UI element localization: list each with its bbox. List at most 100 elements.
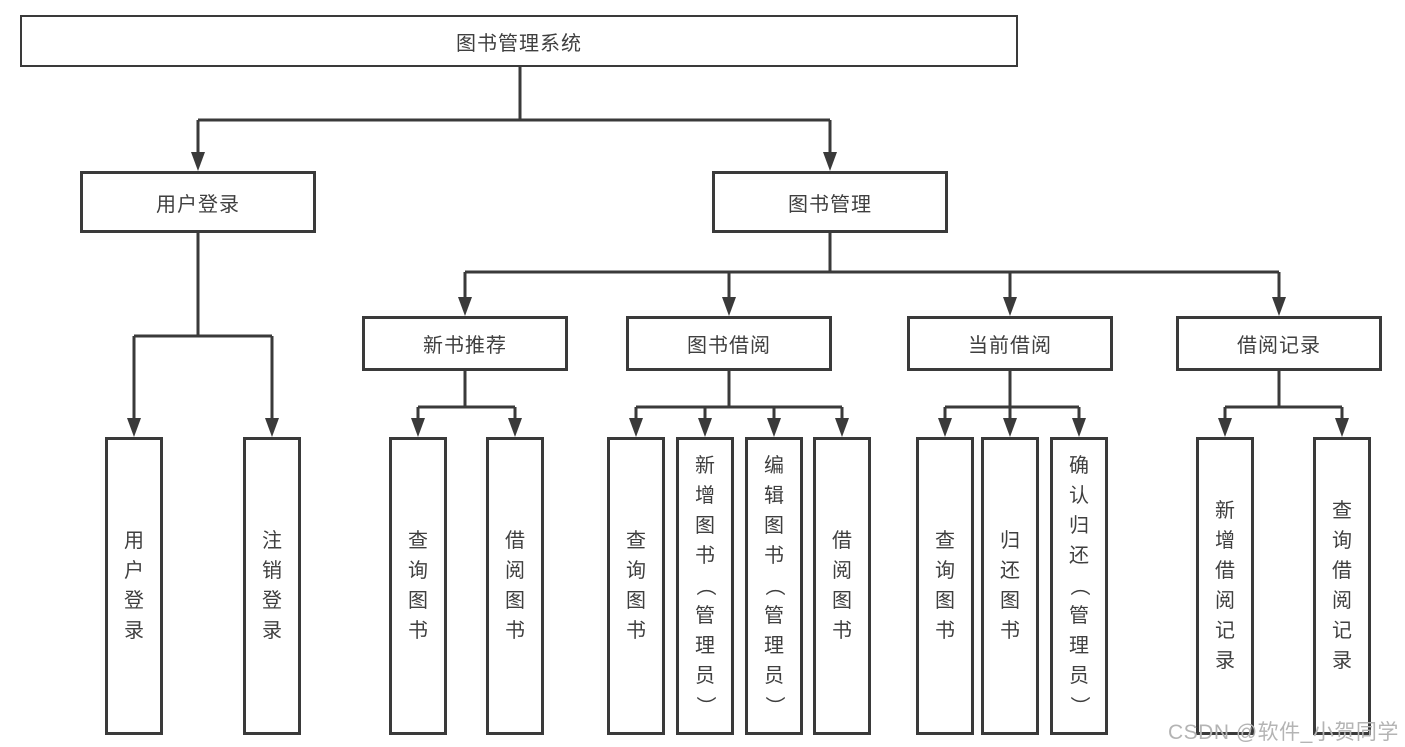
leaf-label-char: 认	[1069, 485, 1089, 507]
leaf-label-char: 图	[1000, 590, 1020, 612]
leaf-label: 用户登录	[108, 440, 160, 732]
leaf-label: 确认归还 （ 管理员 ）	[1053, 440, 1105, 732]
leaf-label-char: 销	[262, 560, 282, 582]
leaf-label-char: 管	[695, 605, 715, 627]
leaf-query-books-recommend: 查询图书	[389, 437, 447, 735]
leaf-label-char: 书	[1000, 620, 1020, 642]
leaf-label-char: （	[1068, 576, 1090, 596]
leaf-label-char: 还	[1069, 545, 1089, 567]
leaf-label-char: 员	[764, 665, 784, 687]
leaf-label-char: 确	[1069, 455, 1089, 477]
leaf-label-char: 图	[505, 590, 525, 612]
leaf-label: 新增图书 （ 管理员 ）	[679, 440, 731, 732]
leaf-label-char: 书	[832, 620, 852, 642]
leaf-label-char: 书	[695, 545, 715, 567]
leaf-label-char: 记	[1332, 620, 1352, 642]
node-label: 图书管理系统	[456, 32, 582, 55]
leaf-borrow-books-recommend: 借阅图书	[486, 437, 544, 735]
leaf-label-char: 增	[695, 485, 715, 507]
leaf-label-char: 新	[1215, 500, 1235, 522]
leaf-label: 注销登录	[246, 440, 298, 732]
leaf-label-char: ）	[694, 696, 716, 716]
leaf-label-char: 查	[1332, 500, 1352, 522]
leaf-label-char: 理	[695, 635, 715, 657]
leaf-label-char: 借	[505, 530, 525, 552]
leaf-add-borrow-record: 新增借阅记录	[1196, 437, 1254, 735]
leaf-logout: 注销登录	[243, 437, 301, 735]
leaf-label-char: 阅	[505, 560, 525, 582]
node-book-borrowing: 图书借阅	[626, 316, 832, 371]
leaf-label-char: 询	[408, 560, 428, 582]
leaf-label-char: 归	[1000, 530, 1020, 552]
leaf-label-char: 阅	[1215, 590, 1235, 612]
leaf-label-char: 录	[1215, 650, 1235, 672]
leaf-label-char: 借	[1332, 560, 1352, 582]
leaf-label: 新增借阅记录	[1199, 440, 1251, 732]
leaf-label-char: 录	[262, 620, 282, 642]
leaf-query-books-current: 查询图书	[916, 437, 974, 735]
leaf-label-char: 图	[626, 590, 646, 612]
leaf-label-char: 借	[832, 530, 852, 552]
leaf-label-char: 书	[764, 545, 784, 567]
leaf-label-char: 查	[408, 530, 428, 552]
leaf-label-char: 员	[1069, 665, 1089, 687]
node-label: 图书管理	[788, 193, 872, 216]
node-label: 当前借阅	[968, 335, 1052, 357]
leaf-label-char: 查	[935, 530, 955, 552]
leaf-label-char: 询	[935, 560, 955, 582]
leaf-label-char: 归	[1069, 515, 1089, 537]
leaf-label-char: 增	[1215, 530, 1235, 552]
node-borrowing-records: 借阅记录	[1176, 316, 1382, 371]
leaf-label-char: 录	[124, 620, 144, 642]
leaf-label-char: 理	[1069, 635, 1089, 657]
leaf-label-char: 注	[262, 530, 282, 552]
node-new-book-recommend: 新书推荐	[362, 316, 568, 371]
node-system-root: 图书管理系统	[20, 15, 1018, 67]
leaf-label-char: 阅	[832, 560, 852, 582]
leaf-label-char: 书	[505, 620, 525, 642]
node-label: 借阅记录	[1237, 335, 1321, 357]
leaf-label-char: 登	[124, 590, 144, 612]
leaf-query-borrow-record: 查询借阅记录	[1313, 437, 1371, 735]
leaf-label: 归还图书	[984, 440, 1036, 732]
leaf-label-char: 借	[1215, 560, 1235, 582]
node-label: 用户登录	[156, 193, 240, 216]
leaf-query-books-borrowing: 查询图书	[607, 437, 665, 735]
leaf-label-char: 登	[262, 590, 282, 612]
node-current-borrowing: 当前借阅	[907, 316, 1113, 371]
leaf-label-char: （	[694, 576, 716, 596]
node-user-login: 用户登录	[80, 171, 316, 233]
leaf-return-books: 归还图书	[981, 437, 1039, 735]
leaf-label-char: 查	[626, 530, 646, 552]
leaf-label-char: 图	[764, 515, 784, 537]
leaf-label-char: 图	[695, 515, 715, 537]
csdn-watermark: CSDN @软件_小贺同学	[1168, 721, 1399, 744]
node-label: 新书推荐	[423, 335, 507, 357]
leaf-label: 查询图书	[919, 440, 971, 732]
leaf-label-char: 员	[695, 665, 715, 687]
leaf-label-char: 新	[695, 455, 715, 477]
leaf-label-char: 编	[764, 455, 784, 477]
leaf-label-char: 图	[408, 590, 428, 612]
leaf-label-char: 图	[832, 590, 852, 612]
leaf-label: 查询图书	[610, 440, 662, 732]
leaf-label-char: 录	[1332, 650, 1352, 672]
leaf-label-char: 管	[1069, 605, 1089, 627]
leaf-label: 编辑图书（管理员）	[748, 440, 800, 732]
leaf-label-char: 记	[1215, 620, 1235, 642]
leaf-label-char: 管	[764, 605, 784, 627]
leaf-label-char: 理	[764, 635, 784, 657]
node-book-management: 图书管理	[712, 171, 948, 233]
leaf-label: 查询图书	[392, 440, 444, 732]
node-label: 图书借阅	[687, 335, 771, 357]
leaf-label: 查询借阅记录	[1316, 440, 1368, 732]
leaf-label-char: 还	[1000, 560, 1020, 582]
leaf-user-login: 用户登录	[105, 437, 163, 735]
leaf-label-char: 阅	[1332, 590, 1352, 612]
leaf-confirm-return-admin: 确认归还 （ 管理员 ）	[1050, 437, 1108, 735]
leaf-label-char: ）	[1068, 696, 1090, 716]
leaf-edit-books-admin: 编辑图书（管理员）	[745, 437, 803, 735]
leaf-borrow-books-borrowing: 借阅图书	[813, 437, 871, 735]
